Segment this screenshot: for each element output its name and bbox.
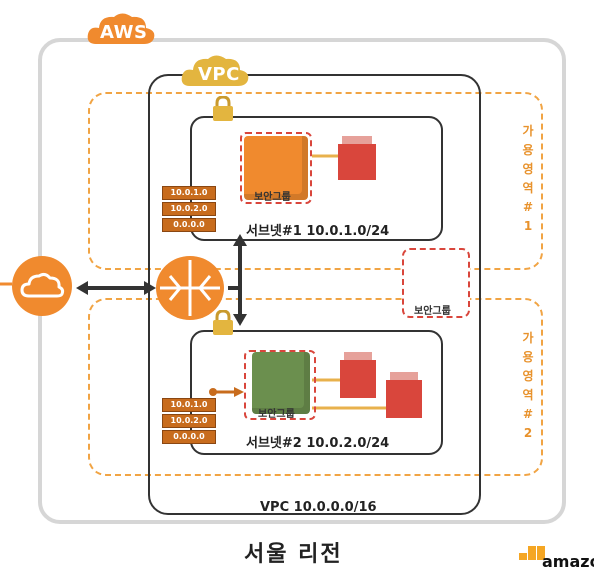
route-table-row: 0.0.0.0	[162, 430, 216, 444]
database-icon	[386, 372, 422, 418]
az-2-char: 영	[522, 369, 534, 383]
aws-label: AWS	[100, 22, 148, 43]
az-2-char: 2	[523, 426, 533, 440]
vpc-cidr-label: VPC 10.0.0.0/16	[260, 500, 377, 515]
az-1-char: 역	[522, 181, 534, 195]
route-table-row: 10.0.1.0	[162, 398, 216, 412]
vpc-box	[148, 74, 481, 515]
padlock-icon	[213, 96, 233, 121]
aws-cloud-icon	[87, 13, 155, 44]
route-table-row: 0.0.0.0	[162, 218, 216, 232]
az-1-char: 가	[522, 124, 534, 138]
security-group-1	[240, 132, 312, 204]
az-2-char: #	[522, 407, 534, 421]
route-table-row: 10.0.2.0	[162, 202, 216, 216]
database-icon	[338, 136, 376, 180]
availability-zone-2	[88, 298, 543, 476]
amazon-logo: amazo	[508, 546, 594, 570]
subnet-1-box	[190, 116, 443, 241]
route-table-1: 10.0.1.0 10.0.2.0 0.0.0.0	[162, 186, 216, 234]
az-1-char: 용	[522, 143, 534, 157]
availability-zone-1	[88, 92, 543, 270]
security-group-2-label: 보안그룹	[258, 409, 295, 420]
ec2-instance-2	[252, 352, 310, 414]
az-1-char: #	[522, 200, 534, 214]
aws-badge: AWS	[86, 10, 156, 50]
router-arrows-icon	[160, 260, 220, 316]
az-2-char: 용	[522, 350, 534, 364]
vpc-badge: VPC	[180, 52, 250, 92]
vpc-cloud-icon	[181, 55, 249, 86]
az-2-char: 역	[522, 388, 534, 402]
route-table-2: 10.0.1.0 10.0.2.0 0.0.0.0	[162, 398, 216, 446]
vpc-label: VPC	[198, 64, 240, 85]
route-table-row: 10.0.2.0	[162, 414, 216, 428]
route-table-row: 10.0.1.0	[162, 186, 216, 200]
security-group-floating	[402, 248, 470, 318]
az-1-label: 가 용 영 역 # 1	[521, 122, 535, 236]
az-2-char: 가	[522, 331, 534, 345]
padlock-icon	[213, 310, 233, 335]
cloud-icon	[20, 272, 65, 298]
ec2-instance-1	[244, 136, 308, 200]
internet-gateway	[12, 256, 72, 316]
router	[156, 256, 224, 320]
amazon-logo-text: amazo	[542, 552, 594, 570]
subnet-1-label: 서브넷#1 10.0.1.0/24	[246, 224, 390, 239]
subnet-2-label: 서브넷#2 10.0.2.0/24	[246, 436, 390, 451]
az-1-char: 1	[523, 219, 533, 233]
security-group-1-label: 보안그룹	[254, 192, 291, 203]
database-icon	[340, 352, 376, 398]
amazon-boxes-icon	[519, 546, 545, 560]
az-1-char: 영	[522, 162, 534, 176]
region-title: 서울 리전	[244, 542, 343, 567]
security-group-2	[244, 350, 316, 420]
az-2-label: 가 용 영 역 # 2	[521, 329, 535, 443]
security-group-floating-label: 보안그룹	[414, 306, 451, 317]
